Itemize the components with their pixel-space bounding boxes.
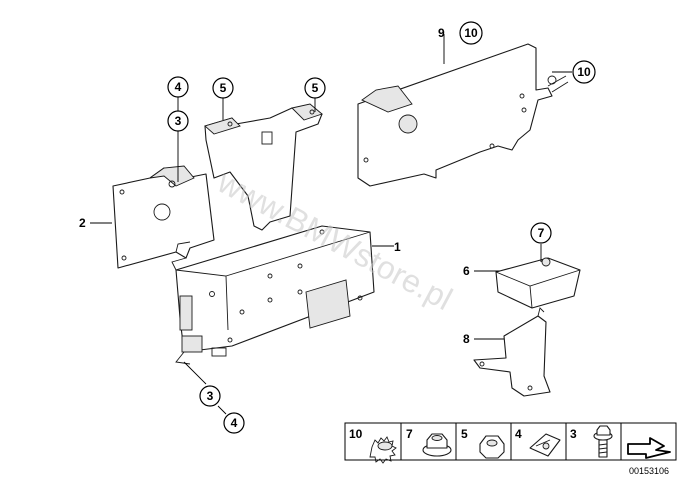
callout-circle-5-left [212, 77, 234, 99]
callout-circle-3-bottom [199, 385, 221, 407]
callout-2: 2 [79, 216, 86, 230]
callout-10-top: 10 [464, 26, 478, 40]
clip-nut-icon [529, 433, 561, 457]
control-unit [171, 225, 375, 365]
callout-3-top: 3 [175, 114, 182, 128]
callout-3-bottom: 3 [207, 389, 214, 403]
flange-nut-icon [422, 433, 452, 457]
gear-nut-icon [369, 436, 397, 464]
bracket-left [112, 165, 215, 269]
callout-4-top: 4 [175, 80, 182, 94]
callout-circle-7 [530, 222, 552, 244]
callout-10-right: 10 [577, 65, 591, 79]
legend-number-3: 3 [570, 427, 577, 441]
bracket-upper [204, 103, 323, 231]
module-holder [473, 307, 551, 397]
bracket-right [357, 43, 569, 187]
callout-9: 9 [438, 26, 445, 40]
reference-number: 00153106 [629, 466, 669, 476]
arrow-icon [627, 437, 671, 459]
leader-lines [90, 34, 572, 415]
callout-circle-10-right [572, 60, 596, 84]
callout-1: 1 [394, 240, 401, 254]
callout-5-left: 5 [220, 81, 227, 95]
flange-bolt-icon [593, 425, 613, 458]
small-module [495, 257, 581, 309]
callout-circle-10-top [459, 21, 483, 45]
legend-cell-3 [565, 422, 622, 461]
callout-circle-4-top [167, 76, 189, 98]
callout-5-right: 5 [312, 81, 319, 95]
hex-nut-icon [479, 435, 505, 459]
legend-number-5: 5 [461, 427, 468, 441]
callout-8: 8 [463, 332, 470, 346]
legend-number-4: 4 [515, 427, 522, 441]
callout-6: 6 [463, 264, 470, 278]
legend-number-7: 7 [406, 427, 413, 441]
hardware-legend: 10 7 5 4 3 [344, 422, 677, 476]
callout-7: 7 [538, 226, 545, 240]
callout-4-bottom: 4 [231, 416, 238, 430]
legend-number-10: 10 [349, 427, 363, 441]
callout-circle-4-bottom [223, 412, 245, 434]
callout-circle-5-right [304, 77, 326, 99]
callout-circle-3-top [167, 110, 189, 132]
